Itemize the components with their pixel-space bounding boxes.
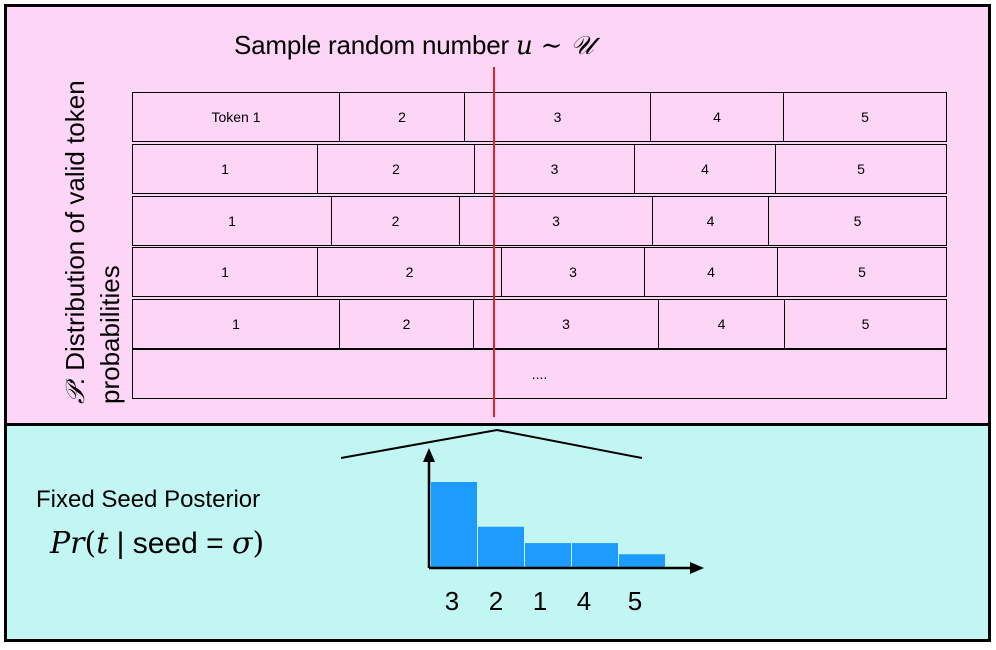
token-cell: 3 bbox=[475, 145, 635, 193]
token-cell: 4 bbox=[653, 197, 769, 245]
diagram-title: Sample random number u ∼ 𝒰 bbox=[234, 30, 594, 61]
token-cell: 4 bbox=[659, 300, 785, 348]
token-cell: 3 bbox=[460, 197, 653, 245]
bar-4 bbox=[572, 543, 618, 568]
ellipsis-row: .... bbox=[132, 349, 947, 399]
token-cell: 4 bbox=[651, 93, 784, 141]
token-cell: 1 bbox=[133, 300, 340, 348]
token-cell: 4 bbox=[645, 248, 778, 296]
token-cell: 2 bbox=[340, 300, 474, 348]
token-cell: 5 bbox=[853, 213, 862, 229]
x-tick-label: 5 bbox=[628, 586, 642, 616]
posterior-formula: Pr(t | seed = σ) bbox=[50, 526, 265, 561]
bar-1 bbox=[525, 543, 571, 568]
token-cell: 1 bbox=[133, 145, 318, 193]
token-cell: 3 bbox=[502, 248, 645, 296]
posterior-label: Fixed Seed Posterior bbox=[36, 486, 261, 513]
token-cell: 2 bbox=[340, 93, 465, 141]
x-tick-label: 1 bbox=[533, 586, 547, 616]
token-cell: 5 bbox=[861, 316, 870, 332]
random-variable: u ∼ 𝒰 bbox=[515, 31, 594, 61]
token-cell: 3 bbox=[465, 93, 651, 141]
token-cell: 1 bbox=[133, 248, 318, 296]
token-cell: 4 bbox=[635, 145, 776, 193]
token-cell: 2 bbox=[332, 197, 460, 245]
token-cell: Token 1 bbox=[133, 93, 340, 141]
x-tick-label: 2 bbox=[489, 586, 503, 616]
x-tick-label: 3 bbox=[445, 586, 459, 616]
sampling-panel bbox=[4, 4, 991, 426]
x-axis-arrow bbox=[690, 562, 704, 574]
sample-threshold-line bbox=[493, 67, 495, 417]
bar-2 bbox=[478, 526, 524, 568]
bar-5 bbox=[619, 554, 665, 568]
zoom-connector bbox=[340, 428, 643, 459]
token-cell: 2 bbox=[318, 145, 475, 193]
token-cell: 1 bbox=[133, 197, 332, 245]
token-cell: 5 bbox=[858, 264, 866, 280]
ellipsis: .... bbox=[531, 366, 548, 382]
token-cell: 2 bbox=[318, 248, 502, 296]
token-cell: 5 bbox=[857, 161, 865, 177]
x-tick-label: 4 bbox=[577, 586, 591, 616]
bar-3 bbox=[431, 482, 477, 568]
token-cell: 5 bbox=[861, 109, 869, 125]
token-cell: 3 bbox=[474, 300, 659, 348]
y-axis-arrow bbox=[423, 448, 435, 462]
